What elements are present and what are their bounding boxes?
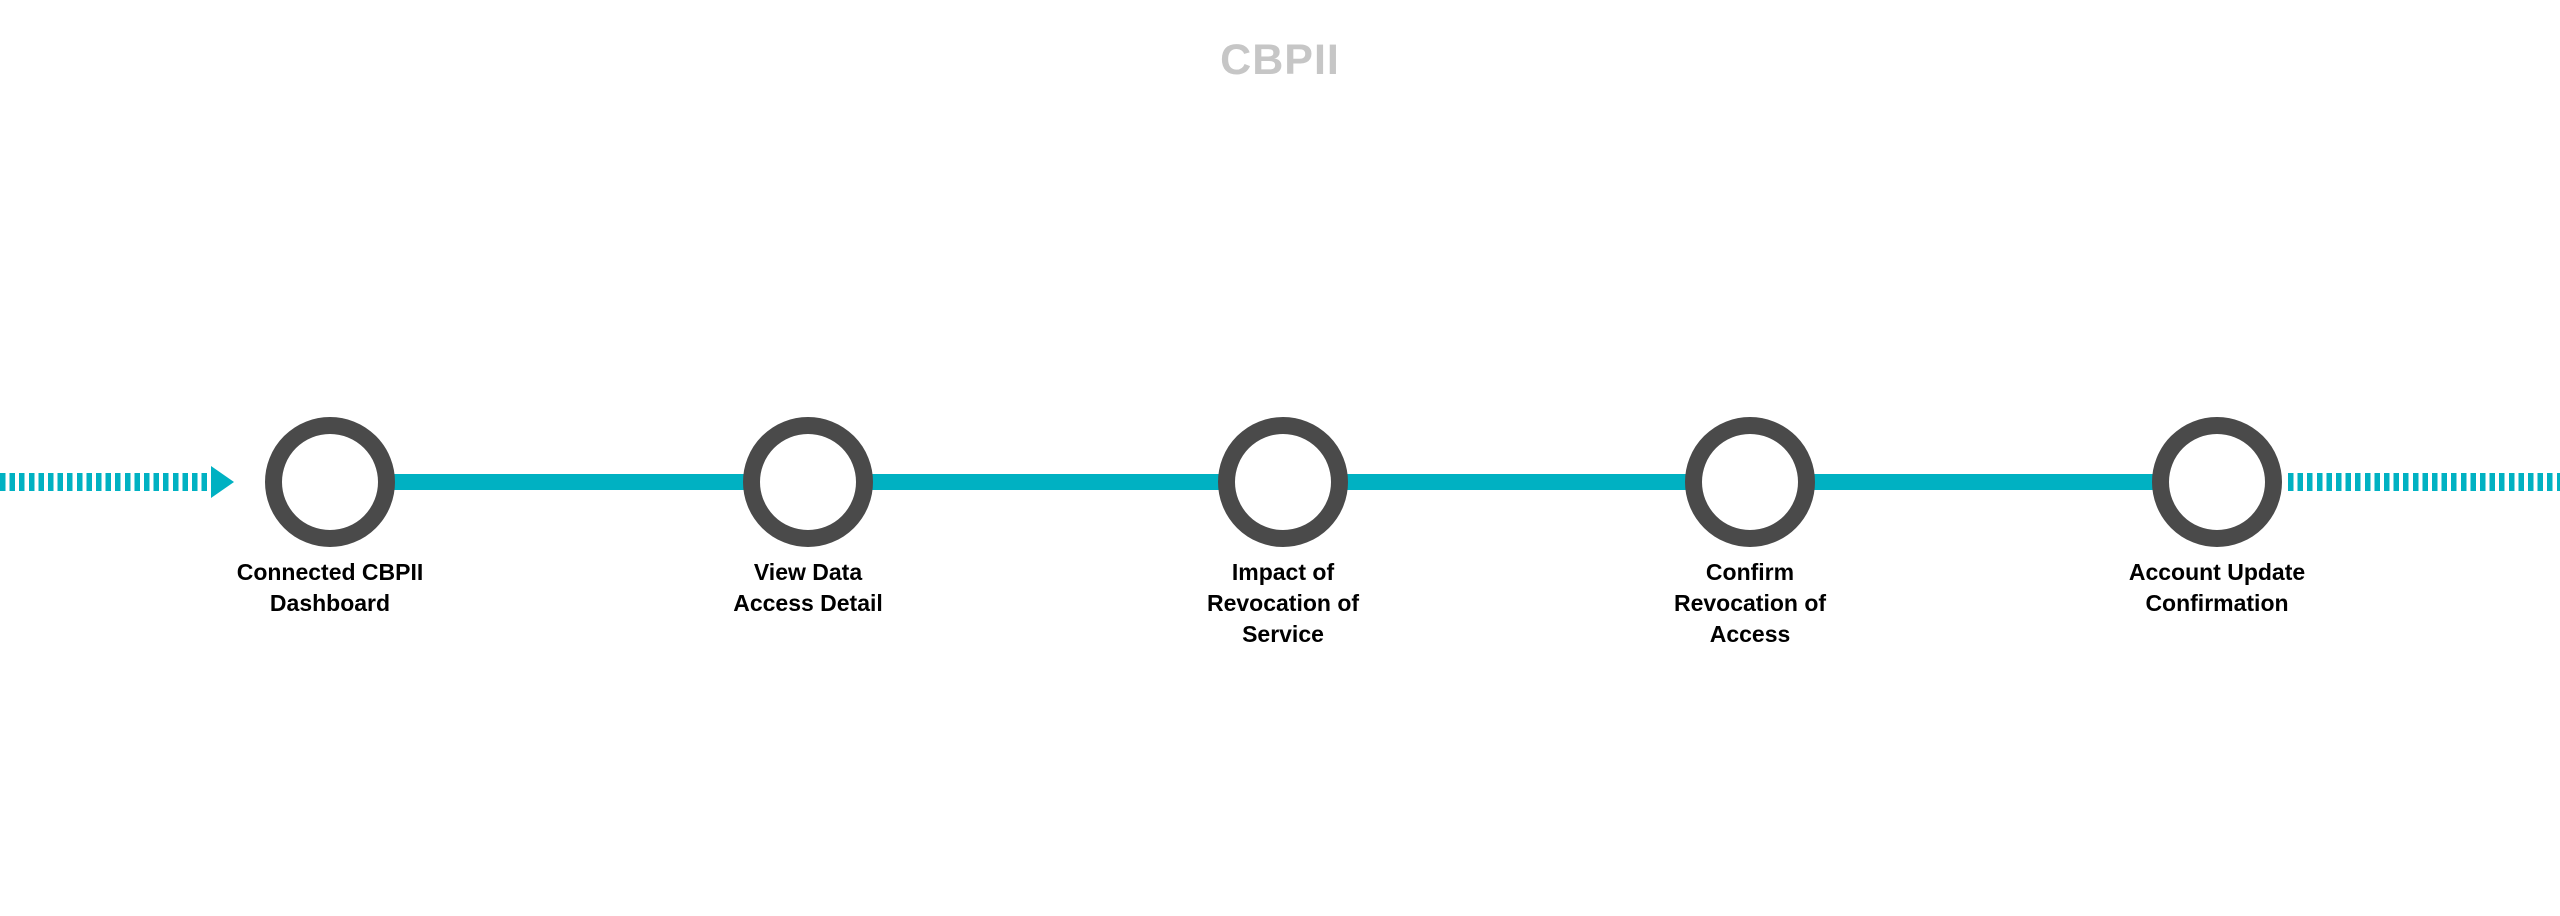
step-node-4-circle [1685,417,1815,547]
step-node-2-label: View Data Access Detail [733,559,883,616]
step-node-5-label: Account Update Confirmation [2128,559,2306,616]
inbound-dashed-connector [0,473,212,491]
step-node-3-label: Impact of Revocation of Service [1206,559,1360,647]
step-node-1-label: Connected CBPII Dashboard [236,559,424,616]
step-node-2-circle [743,417,873,547]
step-node-5-circle [2152,417,2282,547]
step-node-3-circle [1218,417,1348,547]
step-node-1-circle [265,417,395,547]
diagram-title: CBPII [1220,36,1340,84]
outbound-dashed-connector [2288,473,2560,491]
step-node-4-label: Confirm Revocation of Access [1673,559,1827,647]
arrow-right-icon [211,466,234,498]
